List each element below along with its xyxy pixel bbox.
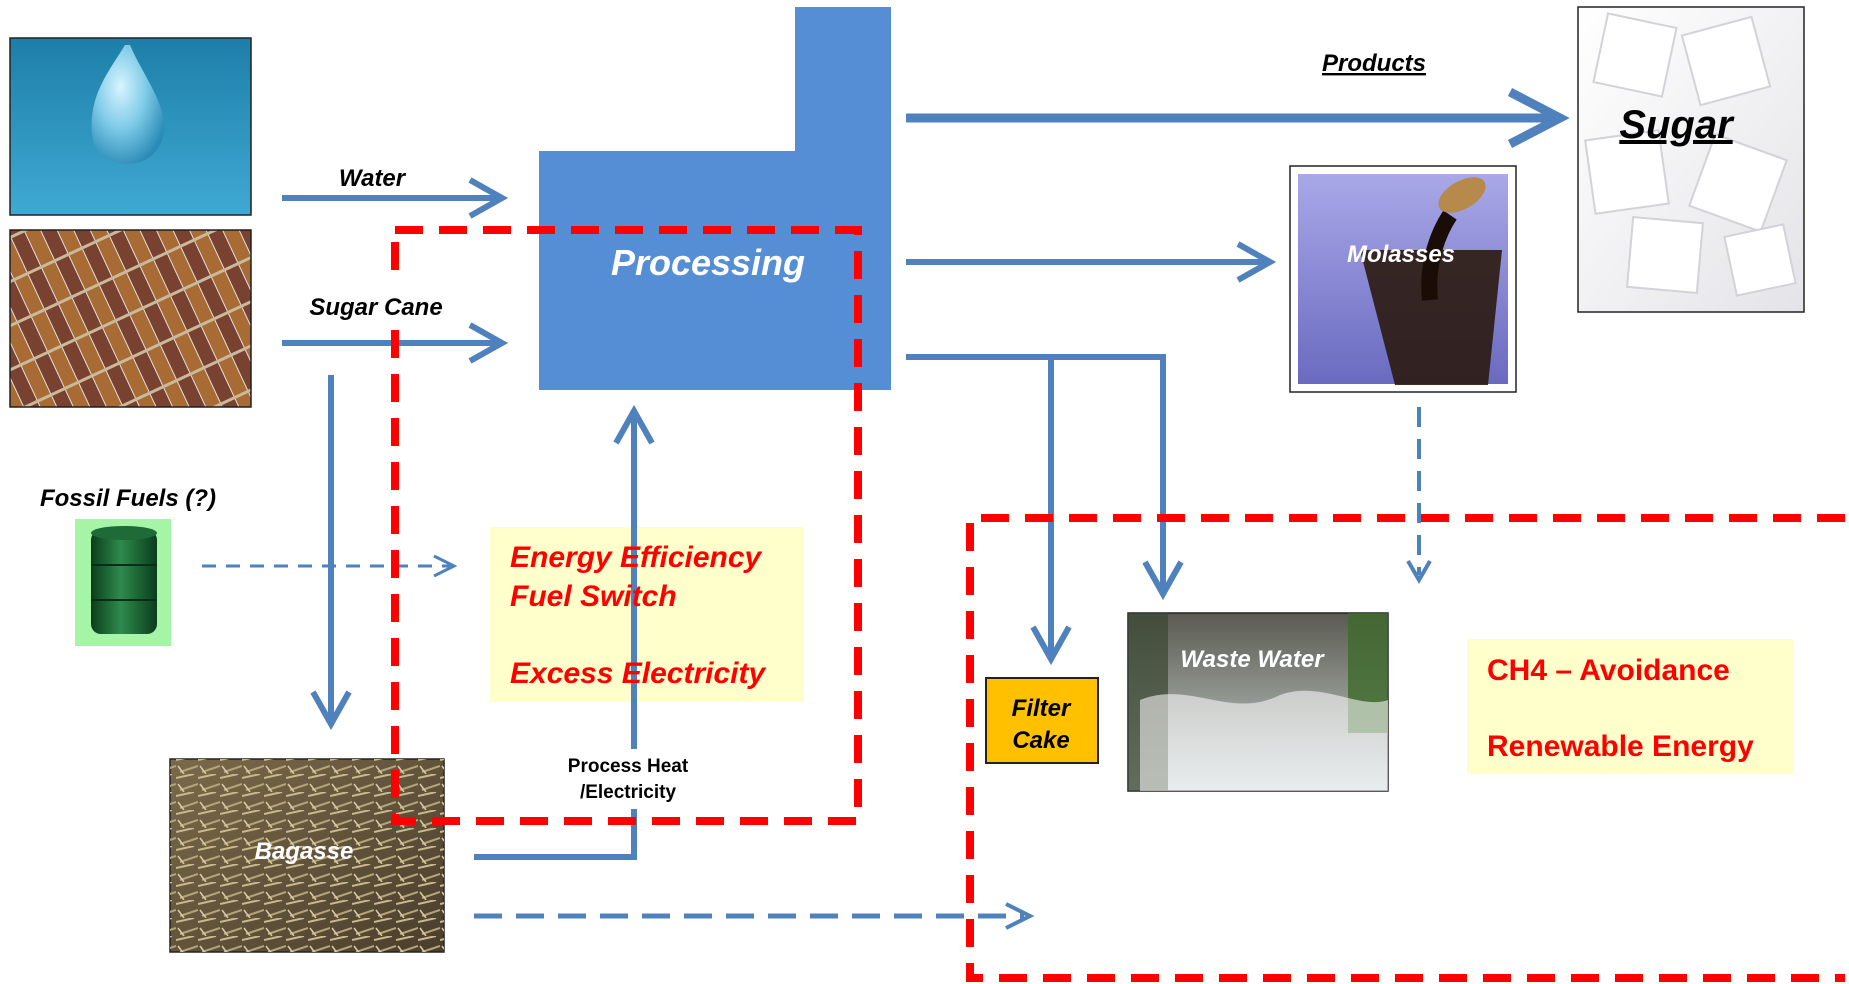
water-label: Water (339, 165, 407, 192)
filter-cake-label-2: Cake (1012, 727, 1069, 754)
measure-energy-efficiency: Energy Efficiency (510, 541, 763, 574)
dashed-flows (202, 407, 1432, 930)
sugar-cane-label: Sugar Cane (309, 294, 442, 321)
measure-excess-electricity: Excess Electricity (510, 657, 766, 690)
oil-barrel-icon (91, 530, 157, 634)
filter-cake-label-1: Filter (1012, 695, 1072, 722)
process-heat-label-2: /Electricity (580, 782, 677, 803)
processing-factory (539, 7, 891, 390)
molasses-label: Molasses (1347, 241, 1455, 268)
measure-renewable-energy: Renewable Energy (1487, 730, 1754, 763)
boundary-waste (966, 514, 1845, 982)
sugar-label: Sugar (1619, 103, 1735, 147)
fossil-fuels-label: Fossil Fuels (?) (40, 485, 216, 512)
fossil-fuel-barrel (75, 519, 171, 646)
measures-left-box (490, 527, 804, 702)
products-label: Products (1322, 50, 1426, 77)
bagasse-label: Bagasse (255, 838, 354, 865)
process-heat-label-1: Process Heat (568, 756, 689, 777)
project-boundaries (391, 226, 1845, 982)
waste-water-label: Waste Water (1180, 646, 1325, 673)
measure-fuel-switch: Fuel Switch (510, 580, 677, 613)
water-drop-icon (91, 45, 165, 164)
sugar-photo (1577, 6, 1805, 313)
sugar-cubes-icon (1584, 12, 1797, 297)
processing-label: Processing (611, 242, 805, 283)
water-photo (9, 37, 252, 216)
molasses-photo (1289, 165, 1517, 393)
filter-cake-box (985, 677, 1099, 764)
waste-water-photo (1127, 612, 1389, 792)
measure-ch4-avoidance: CH4 – Avoidance (1487, 654, 1730, 687)
spoon-icon (1438, 177, 1486, 213)
molasses-glass-icon (1360, 250, 1502, 385)
flow-arrows (282, 88, 1570, 860)
boundary-energy (391, 226, 862, 825)
measures-right-box (1467, 639, 1793, 774)
sugar-cane-photo (9, 229, 252, 408)
